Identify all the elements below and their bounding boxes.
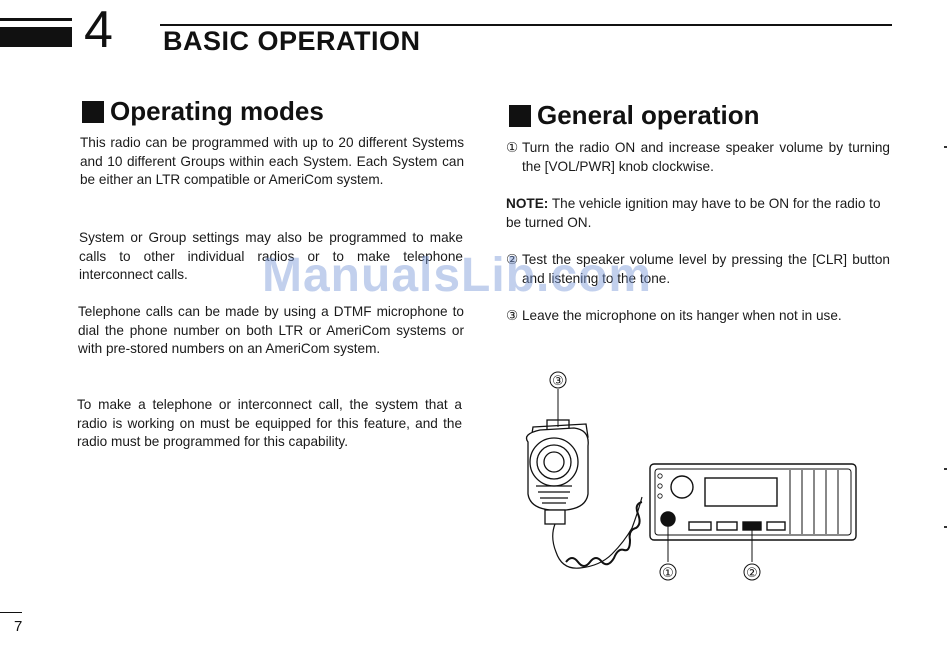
heading-square-icon <box>509 104 531 127</box>
step-1-text: Turn the radio ON and increase speaker v… <box>522 140 890 174</box>
scan-mark <box>944 468 947 470</box>
step-2-number: ② <box>506 252 519 267</box>
callout-3-circle <box>549 371 567 389</box>
step-3: ③ Leave the microphone on its hanger whe… <box>506 306 890 325</box>
page-number-rule <box>0 612 22 613</box>
scan-mark <box>944 526 947 528</box>
general-operation-heading-text: General operation <box>537 100 760 130</box>
chapter-title: BASIC OPERATION <box>163 26 421 56</box>
watermark: ManualsLib.com <box>262 249 653 302</box>
page-number: 7 <box>14 618 23 635</box>
step-3-text: Leave the microphone on its hanger when … <box>522 308 842 323</box>
callout-2-label: ② <box>746 566 758 581</box>
step-1-number: ① <box>506 140 519 155</box>
paragraph-3: Telephone calls can be made by using a D… <box>78 304 464 356</box>
step-3-number: ③ <box>506 308 519 323</box>
paragraph-1: This radio can be programmed with up to … <box>80 135 464 187</box>
microphone-cord-icon <box>552 496 643 569</box>
paragraph-4: To make a telephone or interconnect call… <box>77 397 462 449</box>
callout-2-circle <box>743 563 761 581</box>
step-2-text: Test the speaker volume level by pressin… <box>522 252 890 286</box>
radio-microphone-illustration: ③ ① <box>525 371 857 581</box>
callout-1-label: ① <box>662 566 674 581</box>
note-text: The vehicle ignition may have to be ON f… <box>506 196 881 230</box>
callout-1-circle <box>659 563 677 581</box>
chapter-tab-bar <box>0 27 72 47</box>
chapter-number: 4 <box>84 1 113 59</box>
note: NOTE: The vehicle ignition may have to b… <box>506 194 890 232</box>
paragraph-2: System or Group settings may also be pro… <box>79 230 463 282</box>
general-operation-heading: General operation <box>509 100 760 131</box>
scan-mark <box>944 146 947 148</box>
operating-modes-heading-text: Operating modes <box>110 96 324 126</box>
heading-square-icon <box>82 100 104 123</box>
header-rule <box>160 24 892 26</box>
note-label: NOTE: <box>506 196 549 211</box>
step-2: ② Test the speaker volume level by press… <box>506 250 890 288</box>
operating-modes-heading: Operating modes <box>82 96 324 127</box>
callout-3-label: ③ <box>552 374 564 389</box>
chapter-tab-line <box>0 18 72 21</box>
microphone-icon <box>525 427 589 525</box>
step-1: ① Turn the radio ON and increase speaker… <box>506 138 890 176</box>
radio-unit-icon <box>649 463 857 541</box>
